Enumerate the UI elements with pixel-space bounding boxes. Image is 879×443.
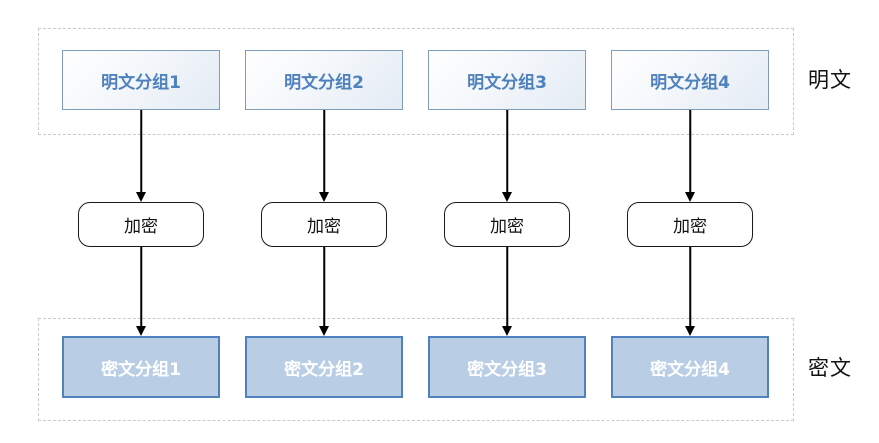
arrow-line: [140, 110, 142, 193]
plaintext-group-label: 明文: [808, 68, 852, 92]
ciphertext-block-2: 密文分组2: [245, 336, 403, 398]
arrow-plaintext3-to-encrypt3: [502, 110, 512, 202]
arrow-encrypt1-to-ciphertext1: [136, 247, 146, 336]
arrow-line: [689, 247, 691, 327]
plaintext-block-1: 明文分组1: [62, 50, 220, 110]
arrow-head-icon: [319, 326, 329, 336]
arrow-line: [689, 110, 691, 193]
arrow-head-icon: [685, 326, 695, 336]
plaintext-block-4: 明文分组4: [611, 50, 769, 110]
arrow-encrypt3-to-ciphertext3: [502, 247, 512, 336]
plaintext-block-2: 明文分组2: [245, 50, 403, 110]
encrypt-box-1: 加密: [78, 202, 204, 247]
arrow-line: [323, 247, 325, 327]
ciphertext-group-label: 密文: [808, 356, 852, 380]
arrow-head-icon: [136, 192, 146, 202]
arrow-head-icon: [502, 326, 512, 336]
arrow-line: [506, 247, 508, 327]
ciphertext-block-4: 密文分组4: [611, 336, 769, 398]
encrypt-box-4: 加密: [627, 202, 753, 247]
arrow-head-icon: [319, 192, 329, 202]
arrow-plaintext2-to-encrypt2: [319, 110, 329, 202]
arrow-encrypt4-to-ciphertext4: [685, 247, 695, 336]
ciphertext-block-3: 密文分组3: [428, 336, 586, 398]
arrow-head-icon: [502, 192, 512, 202]
encrypt-box-2: 加密: [261, 202, 387, 247]
arrow-line: [140, 247, 142, 327]
arrow-head-icon: [685, 192, 695, 202]
arrow-line: [506, 110, 508, 193]
plaintext-block-3: 明文分组3: [428, 50, 586, 110]
arrow-plaintext4-to-encrypt4: [685, 110, 695, 202]
encrypt-box-3: 加密: [444, 202, 570, 247]
ciphertext-group-frame: [38, 318, 794, 421]
arrow-plaintext1-to-encrypt1: [136, 110, 146, 202]
ciphertext-block-1: 密文分组1: [62, 336, 220, 398]
arrow-head-icon: [136, 326, 146, 336]
arrow-line: [323, 110, 325, 193]
arrow-encrypt2-to-ciphertext2: [319, 247, 329, 336]
plaintext-group-frame: [38, 28, 794, 135]
